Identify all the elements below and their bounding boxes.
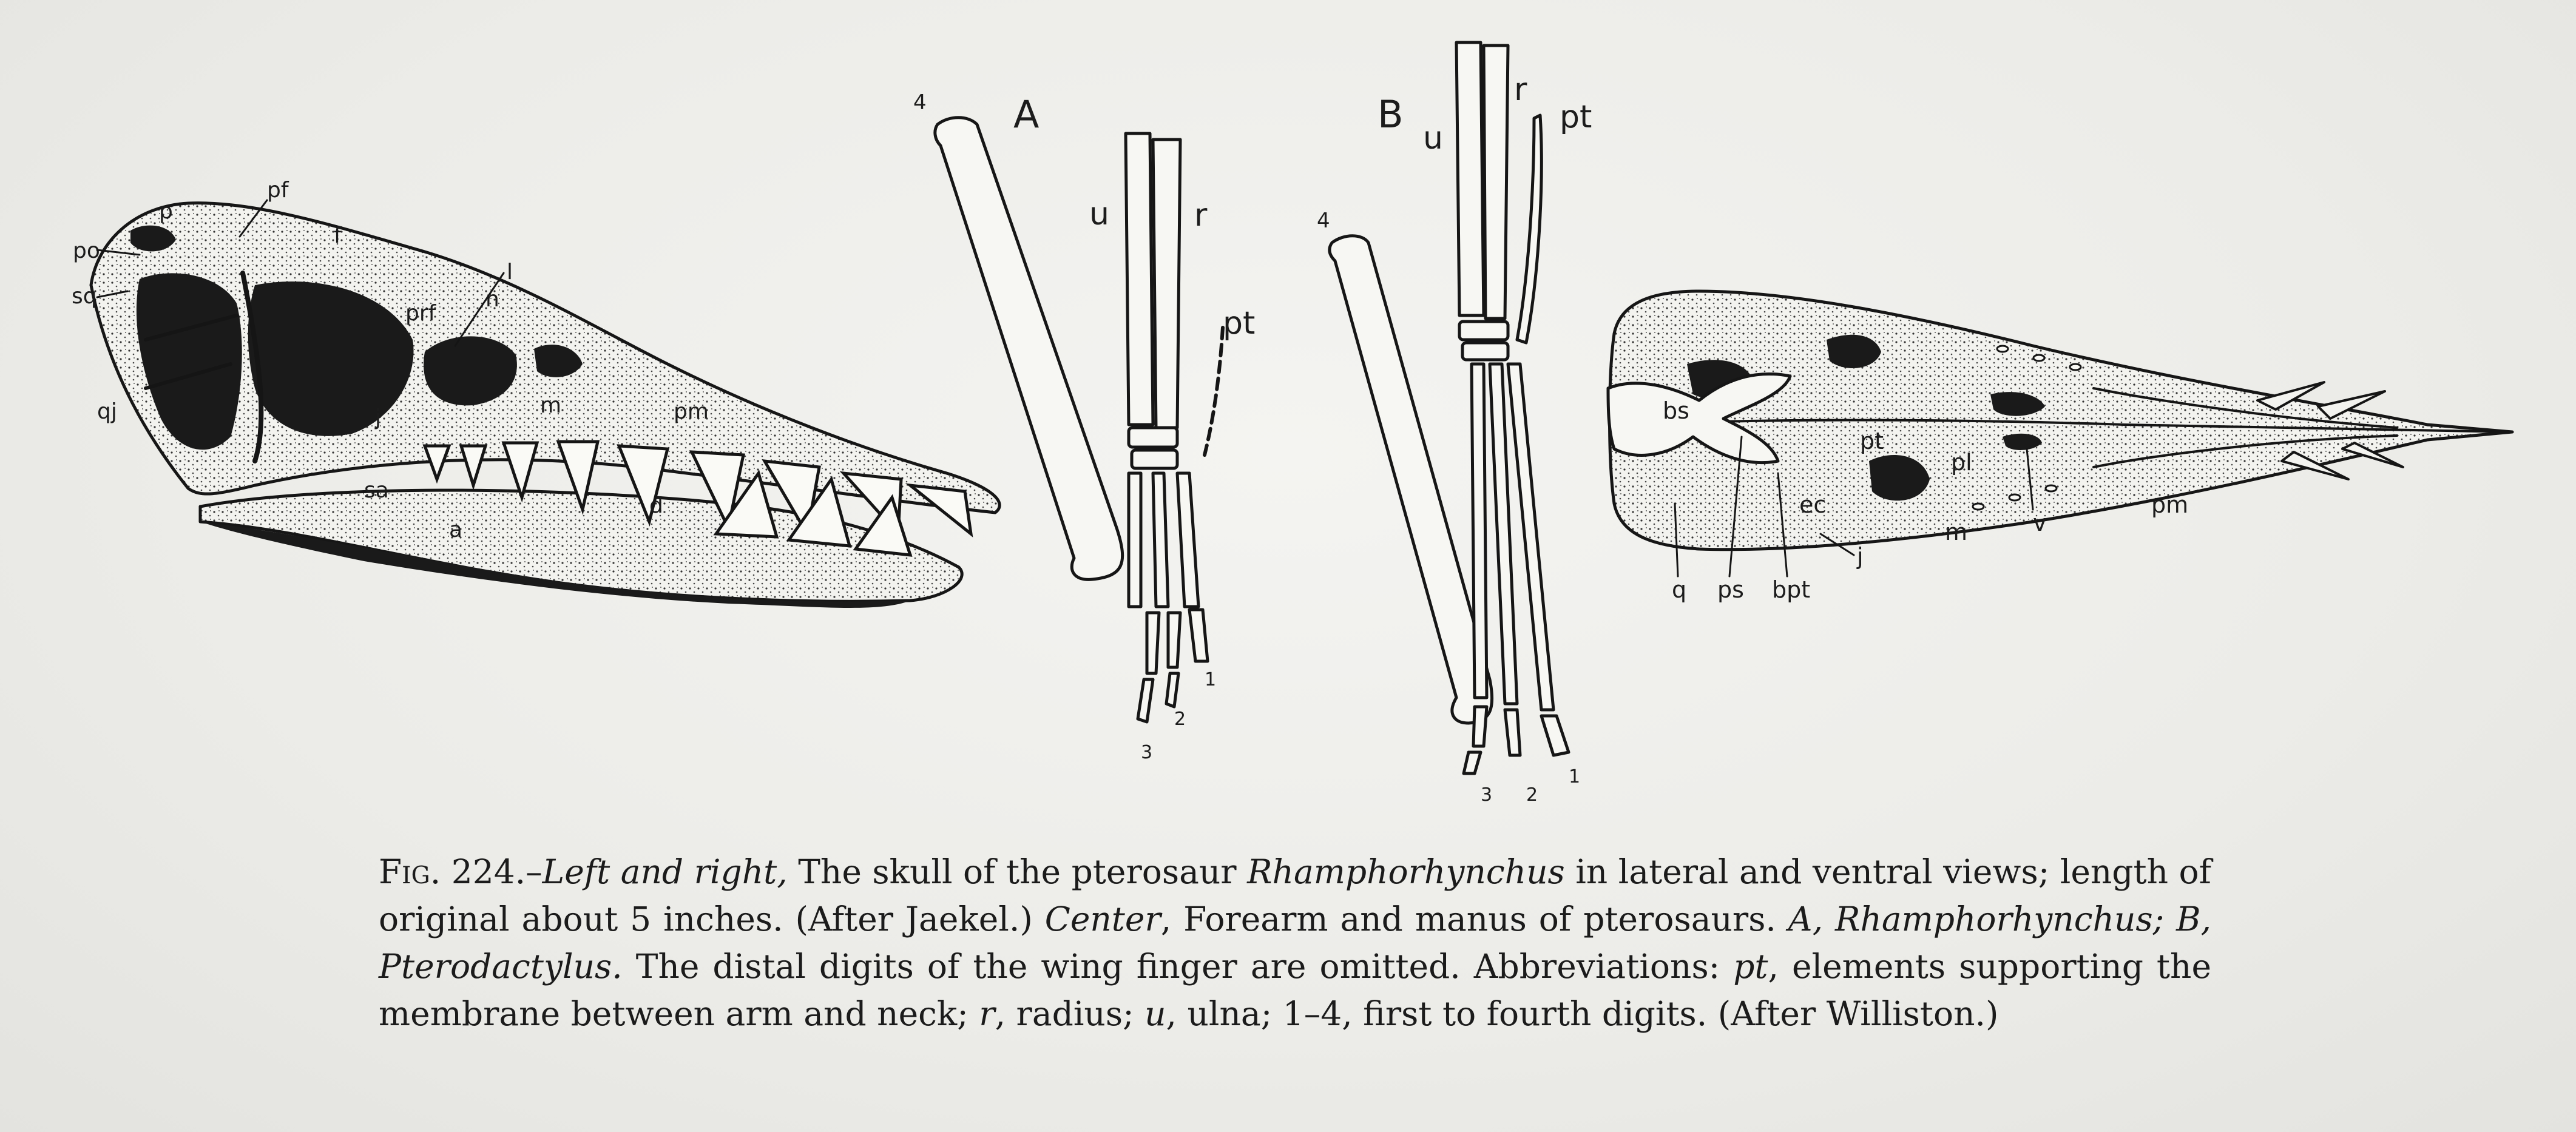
label-b-digit1: 1	[1569, 766, 1580, 787]
label-v-q: q	[1672, 576, 1686, 603]
label-v-j: j	[1856, 543, 1864, 570]
caption-panels: A, Rhamphorhynchus; B, Pterodactylus.	[379, 900, 2212, 986]
caption-dash: –	[526, 852, 543, 891]
caption-center: Center	[1044, 900, 1161, 938]
caption-abbr-pt: pt	[1733, 947, 1768, 986]
caption-text-4: The distal digits of the wing finger are…	[622, 947, 1734, 986]
caption-text-5: , elements supporting the membrane betwe…	[379, 947, 2212, 1033]
label-b-ulna: u	[1423, 120, 1443, 157]
skull-lateral-view: po sq p pf f l prf n qj j m pm sa d a	[72, 178, 1001, 608]
label-v-pm: pm	[2151, 491, 2188, 518]
figure-224-illustration: po sq p pf f l prf n qj j m pm sa d a A …	[72, 41, 2514, 806]
label-p: p	[159, 199, 173, 224]
label-f: f	[334, 223, 342, 248]
label-b-digit3: 3	[1481, 784, 1492, 806]
label-v-m: m	[1945, 519, 1967, 545]
label-sa: sa	[364, 478, 389, 503]
label-b-pteroid: pt	[1560, 99, 1592, 135]
upper-teeth	[422, 440, 973, 539]
label-v-pl: pl	[1951, 449, 1972, 476]
caption-text-3: , Forearm and manus of pterosaurs.	[1160, 900, 1788, 938]
label-a-pteroid: pt	[1223, 305, 1255, 342]
label-a-radius: r	[1194, 197, 1208, 234]
figure-caption: Fig. 224.–Left and right, The skull of t…	[379, 848, 2211, 1037]
figure-number: Fig. 224.	[379, 852, 526, 891]
label-a-digit4: 4	[913, 90, 927, 115]
label-qj: qj	[97, 399, 117, 424]
label-v-v: v	[2033, 510, 2047, 536]
label-sq: sq	[72, 284, 97, 309]
label-l: l	[507, 260, 513, 285]
label-v-bs: bs	[1663, 397, 1689, 424]
caption-genus-1: Rhamphorhynchus	[1247, 852, 1565, 891]
label-b-radius: r	[1514, 72, 1527, 108]
forearm-b-pterodactylus: B 4 u r pt 1 2 3	[1317, 41, 1592, 806]
caption-text-6: , radius;	[995, 994, 1145, 1033]
panel-label-b: B	[1378, 92, 1404, 136]
label-a-digit3: 3	[1141, 742, 1152, 763]
skull-ventral-view: bs pt pl ec m v pm q ps bpt j	[1606, 289, 2514, 603]
label-a-ulna: u	[1089, 196, 1109, 232]
label-a-digit1: 1	[1205, 669, 1216, 690]
label-d: d	[649, 493, 663, 518]
label-po: po	[73, 238, 100, 263]
caption-left-right: Left and right,	[542, 852, 788, 891]
caption-text-1: The skull of the pterosaur	[787, 852, 1248, 891]
label-v-pt: pt	[1860, 428, 1884, 454]
label-b-digit4: 4	[1317, 209, 1330, 233]
label-b-digit2: 2	[1526, 784, 1538, 806]
label-a: a	[449, 517, 462, 542]
caption-abbr-r: r	[979, 994, 995, 1033]
forearm-a-rhamphorhynchus: A 4 u r pt 1 2 3	[913, 90, 1255, 763]
caption-text-2: in lateral and ventral views; length of …	[379, 852, 2211, 938]
panel-label-a: A	[1013, 92, 1039, 136]
label-a-digit2: 2	[1174, 709, 1186, 730]
label-pm: pm	[674, 399, 709, 424]
label-v-ec: ec	[1799, 491, 1826, 518]
label-n: n	[485, 287, 499, 312]
label-m: m	[540, 393, 561, 418]
label-prf: prf	[405, 301, 437, 326]
label-v-bpt: bpt	[1772, 576, 1810, 603]
label-j: j	[374, 405, 381, 430]
caption-text-7: , ulna; 1–4, first to fourth digits. (Af…	[1166, 994, 1999, 1033]
caption-abbr-u: u	[1144, 994, 1166, 1033]
label-v-ps: ps	[1717, 576, 1744, 603]
label-pf: pf	[267, 178, 289, 203]
lower-teeth	[713, 470, 913, 557]
